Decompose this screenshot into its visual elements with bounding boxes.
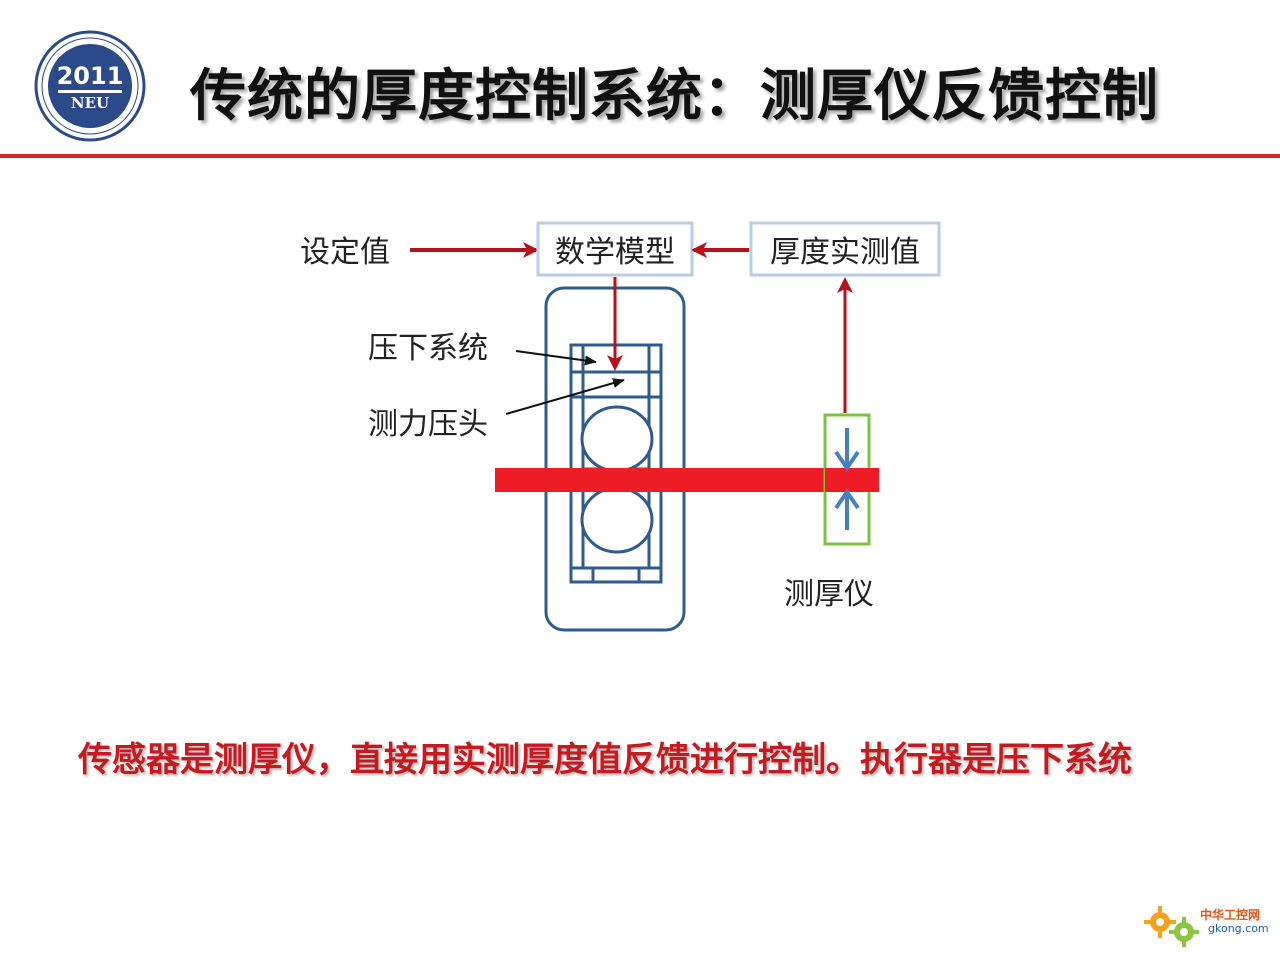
- measured-box-label: 厚度实测值: [770, 235, 920, 270]
- measured-box: [749, 221, 941, 277]
- loadcell-pointer: [505, 378, 625, 415]
- model-box-label: 数学模型: [555, 235, 675, 270]
- model-box: [536, 221, 694, 277]
- lower-roll: [580, 486, 654, 554]
- slide-title: 传统的厚度控制系统：测厚仪反馈控制: [190, 64, 1159, 129]
- watermark-site-name: 中华工控网: [1200, 908, 1261, 922]
- watermark-site-url: gkong.com: [1208, 922, 1269, 935]
- steel-strip: [495, 468, 879, 492]
- title-divider: [0, 154, 1280, 158]
- setpoint-label: 设定值: [300, 235, 390, 270]
- screwdown-label: 压下系统: [368, 331, 488, 366]
- loadcell-label: 测力压头: [368, 407, 488, 442]
- screwdown-pointer: [515, 350, 597, 366]
- watermark-gear-icon: [1144, 906, 1199, 947]
- control-diagram: 设定值 数学模型 厚度实测值 压下系统 测力压头 测厚仪: [300, 221, 941, 632]
- university-logo: 2011 NEU: [34, 30, 146, 142]
- logo-year: 2011: [57, 62, 124, 90]
- slide-caption: 传感器是测厚仪，直接用实测厚度值反馈进行控制。执行器是压下系统: [78, 740, 1132, 780]
- upper-roll: [580, 405, 654, 473]
- gauge-label: 测厚仪: [784, 577, 874, 612]
- logo-abbr: NEU: [71, 94, 109, 112]
